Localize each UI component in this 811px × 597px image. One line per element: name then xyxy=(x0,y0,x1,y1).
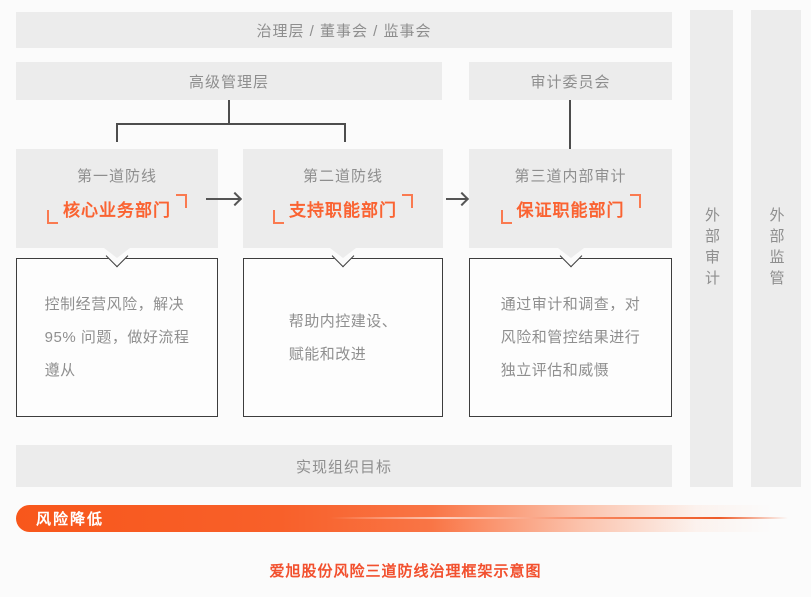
connector-horizontal xyxy=(116,123,346,125)
defense-2-title: 第二道防线 xyxy=(302,168,383,185)
defense-1-subtitle: 核心业务部门 xyxy=(63,201,171,220)
corner-bracket-right-icon xyxy=(402,193,413,208)
audit-committee-label: 审计委员会 xyxy=(530,73,611,91)
description-1-text: 控制经营风险，解决 95% 问题，做好流程 遵从 xyxy=(44,296,190,379)
defense-1-tail-icon xyxy=(104,248,130,258)
defense-2-tail-icon xyxy=(330,248,356,258)
governance-layer-label: 治理层 / 董事会 / 监事会 xyxy=(256,22,432,40)
external-audit-bar: 外部审计 xyxy=(690,10,733,487)
defense-box-3: 第三道内部审计 保证职能部门 xyxy=(469,149,672,258)
senior-management-bar: 高级管理层 xyxy=(16,62,442,100)
risk-reduction-trail-line xyxy=(330,517,788,519)
corner-bracket-left-icon xyxy=(273,209,284,224)
goal-label: 实现组织目标 xyxy=(295,458,392,476)
arrow-right-icon xyxy=(446,198,467,200)
defense-3-title: 第三道内部审计 xyxy=(514,168,627,185)
description-box-2: 帮助内控建设、 赋能和改进 xyxy=(243,244,443,417)
corner-bracket-left-icon xyxy=(47,209,58,224)
defense-1-title: 第一道防线 xyxy=(76,168,157,185)
defense-3-subtitle-row: 保证职能部门 xyxy=(469,193,672,224)
description-box-3: 通过审计和调查，对 风险和管控结果进行 独立评估和威慑 xyxy=(469,244,672,417)
risk-reduction-label: 风险降低 xyxy=(36,511,105,528)
defense-box-1: 第一道防线 核心业务部门 xyxy=(16,149,218,258)
corner-bracket-left-icon xyxy=(500,209,512,224)
connector-drop-left xyxy=(116,123,118,142)
external-supervision-bar: 外部监管 xyxy=(751,10,801,487)
connector-drop-right xyxy=(344,123,346,142)
connector-senior-stem xyxy=(228,100,230,124)
senior-management-label: 高级管理层 xyxy=(188,73,269,91)
connector-audit-stem xyxy=(569,100,571,149)
external-audit-label: 外部审计 xyxy=(703,206,720,291)
description-2-text: 帮助内控建设、 赋能和改进 xyxy=(288,312,398,363)
external-supervision-label: 外部监管 xyxy=(767,206,785,291)
description-box-1: 控制经营风险，解决 95% 问题，做好流程 遵从 xyxy=(16,244,218,417)
governance-layer-bar: 治理层 / 董事会 / 监事会 xyxy=(16,12,672,48)
description-3-text: 通过审计和调查，对 风险和管控结果进行 独立评估和威慑 xyxy=(500,296,641,379)
defense-box-2: 第二道防线 支持职能部门 xyxy=(243,149,443,258)
defense-3-subtitle: 保证职能部门 xyxy=(516,201,625,220)
corner-bracket-right-icon xyxy=(176,193,187,208)
goal-bar: 实现组织目标 xyxy=(16,445,672,487)
defense-2-subtitle-row: 支持职能部门 xyxy=(243,193,443,224)
arrow-right-icon xyxy=(206,198,240,200)
defense-3-tail-icon xyxy=(557,248,584,258)
audit-committee-bar: 审计委员会 xyxy=(469,62,672,100)
defense-1-subtitle-row: 核心业务部门 xyxy=(16,193,218,224)
defense-2-subtitle: 支持职能部门 xyxy=(289,201,397,220)
corner-bracket-right-icon xyxy=(629,193,641,208)
diagram-caption: 爱旭股份风险三道防线治理框架示意图 xyxy=(269,563,542,580)
